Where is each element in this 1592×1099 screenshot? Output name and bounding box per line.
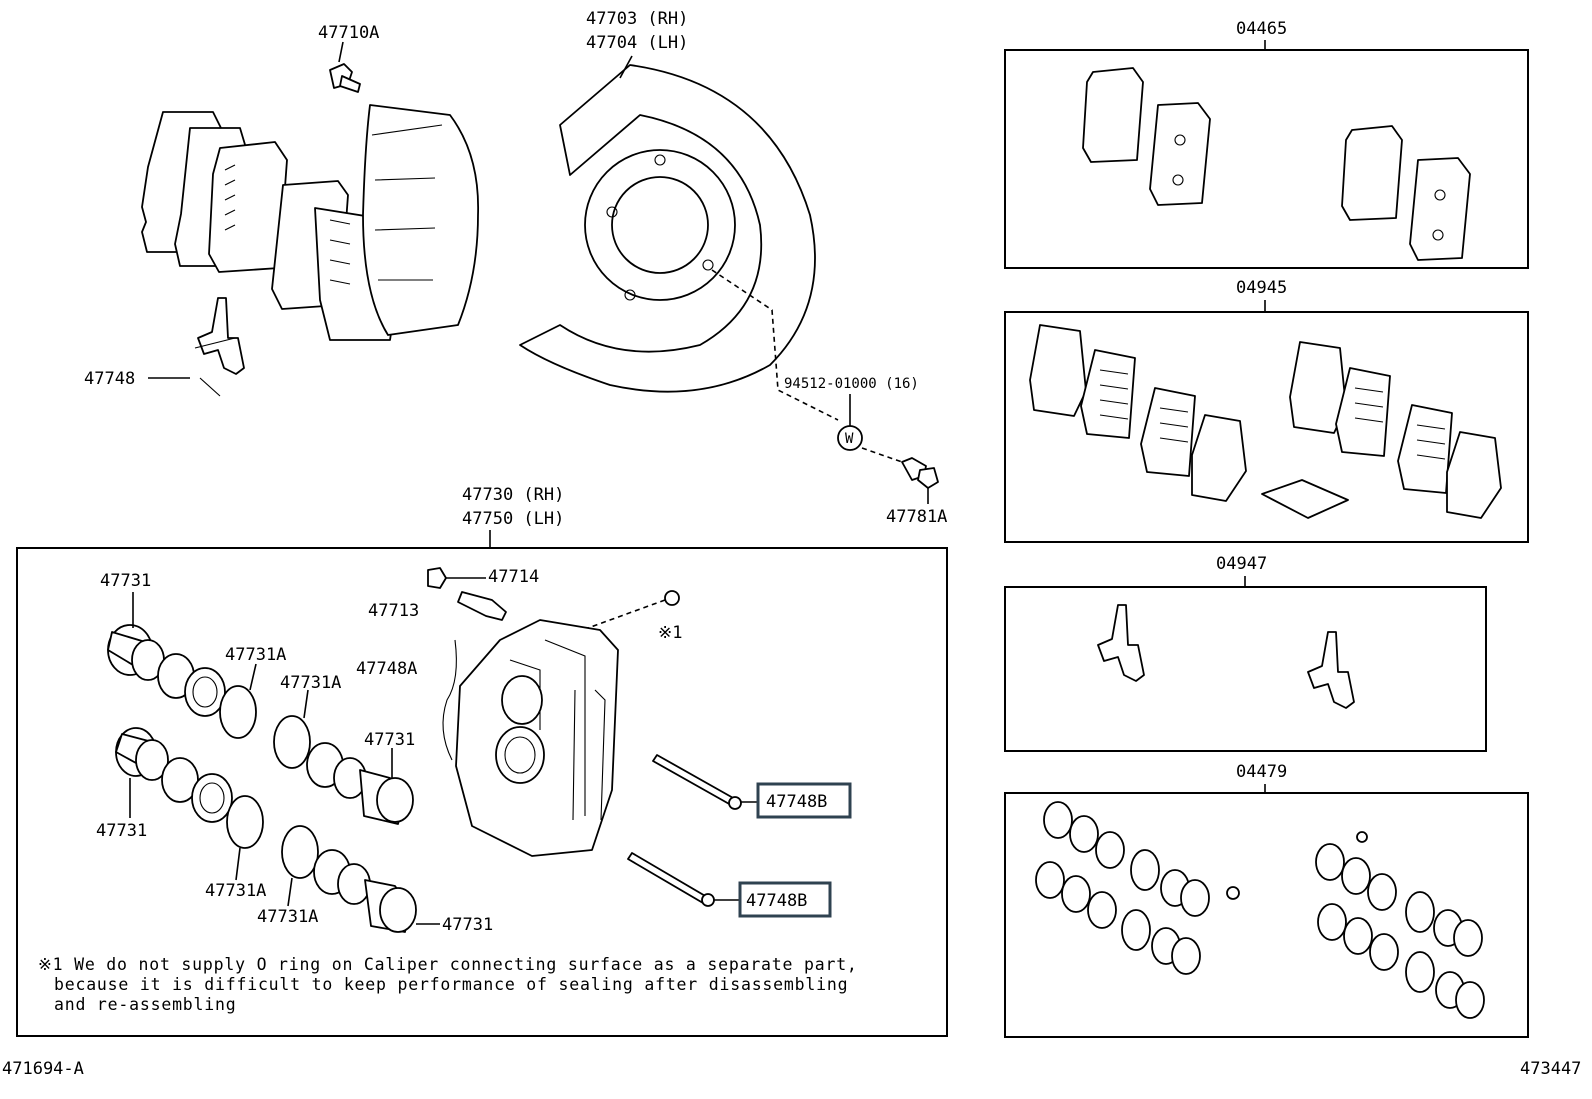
washer-symbol: [837, 425, 863, 451]
bolt-47781A[interactable]: [901, 457, 939, 489]
label-47731-d[interactable]: 47731: [442, 915, 493, 935]
kit-box-04479: [1004, 792, 1529, 1038]
label-oring-ref[interactable]: ※1: [658, 623, 682, 643]
piston-set-upper[interactable]: [107, 624, 257, 739]
pin-2-highlight[interactable]: [738, 881, 832, 918]
piston-set-upper-right[interactable]: [273, 715, 414, 825]
label-04945[interactable]: 04945: [1236, 278, 1287, 298]
kit-box-04465: [1004, 49, 1529, 269]
label-04465[interactable]: 04465: [1236, 19, 1287, 39]
bleeder-plug-47713[interactable]: [457, 591, 507, 621]
footer-left-code: 471694-A: [2, 1059, 84, 1079]
pad-spring-47748A[interactable]: [442, 639, 457, 761]
kit-04465-pads[interactable]: [1082, 67, 1471, 261]
label-47713[interactable]: 47713: [368, 601, 419, 621]
label-04479[interactable]: 04479: [1236, 762, 1287, 782]
o-ring[interactable]: [664, 590, 680, 606]
piston-set-lower-right[interactable]: [281, 825, 417, 933]
label-47704-lh[interactable]: 47704 (LH): [586, 33, 688, 53]
note-line-1: ※1 We do not supply O ring on Caliper co…: [38, 955, 858, 974]
label-47731A-c2[interactable]: 47731A: [257, 907, 318, 927]
label-47714[interactable]: 47714: [488, 567, 539, 587]
washer-letter: W: [845, 431, 854, 447]
label-47703-rh[interactable]: 47703 (RH): [586, 9, 688, 29]
label-47748B-2[interactable]: 47748B: [746, 891, 807, 911]
label-47748[interactable]: 47748: [84, 369, 135, 389]
kit-box-04947: [1004, 586, 1487, 752]
note-line-2: because it is difficult to keep performa…: [54, 975, 848, 994]
guide-pin-2[interactable]: [627, 852, 715, 907]
label-94512-01000[interactable]: 94512-01000 (16): [784, 376, 919, 392]
label-47748B-1[interactable]: 47748B: [766, 792, 827, 812]
kit-04947-clips[interactable]: [1097, 604, 1355, 709]
kit-04479-seals[interactable]: [1035, 801, 1485, 1019]
label-47730-rh[interactable]: 47730 (RH): [462, 485, 564, 505]
kit-box-04945: [1004, 311, 1529, 543]
anti-squeal-clip-47748[interactable]: [194, 297, 245, 397]
disc-brake-dust-cover[interactable]: [519, 64, 816, 393]
label-47750-lh[interactable]: 47750 (LH): [462, 509, 564, 529]
label-47781A[interactable]: 47781A: [886, 507, 947, 527]
bolt-47710A[interactable]: [329, 63, 361, 93]
guide-pin-1[interactable]: [652, 754, 742, 810]
footer-right-code: 473447: [1520, 1059, 1581, 1079]
note-line-3: and re-assembling: [54, 995, 236, 1014]
rotor-outline: [362, 104, 479, 336]
label-47731A-c1[interactable]: 47731A: [205, 881, 266, 901]
piston-set-lower[interactable]: [115, 727, 264, 849]
kit-04945-pads[interactable]: [1029, 324, 1502, 519]
caliper-assembly-box: [16, 547, 948, 1037]
label-47748A[interactable]: 47748A: [356, 659, 417, 679]
pin-1-highlight[interactable]: [756, 782, 852, 819]
bleeder-cap-47714[interactable]: [427, 567, 447, 589]
label-04947[interactable]: 04947: [1216, 554, 1267, 574]
label-47731A-a2[interactable]: 47731A: [280, 673, 341, 693]
label-47731A-a1[interactable]: 47731A: [225, 645, 286, 665]
label-47731-a[interactable]: 47731: [100, 571, 151, 591]
label-47731-c[interactable]: 47731: [96, 821, 147, 841]
caliper-body[interactable]: [455, 619, 619, 857]
label-47710A[interactable]: 47710A: [318, 23, 379, 43]
label-47731-b[interactable]: 47731: [364, 730, 415, 750]
